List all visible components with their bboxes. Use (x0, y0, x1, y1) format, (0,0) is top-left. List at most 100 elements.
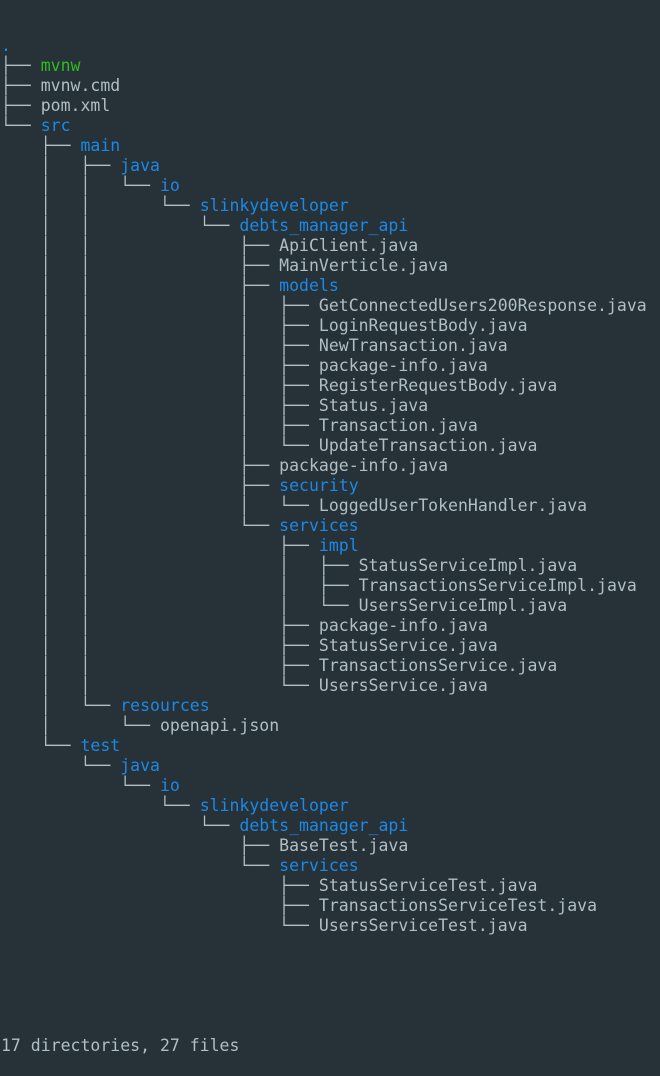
tree-file-row: └── UsersServiceTest.java (1, 916, 647, 936)
tree-file-row: ├── pom.xml (1, 96, 647, 116)
tree-directory-row: └── services (1, 856, 647, 876)
tree-directory-row: │ ├── java (1, 156, 647, 176)
directory-name: java (120, 756, 160, 775)
tree-file-row: │ │ ├── StatusService.java (1, 636, 647, 656)
directory-name: services (279, 856, 359, 875)
file-name: LoggedUserTokenHandler.java (318, 496, 588, 515)
tree-branch-lines: │ └── (1, 696, 121, 715)
file-name: package-info.java (318, 616, 488, 635)
directory-name: . (1, 36, 11, 55)
tree-file-row: │ │ ├── ApiClient.java (1, 236, 647, 256)
tree-directory-row: └── io (1, 776, 647, 796)
tree-branch-lines: │ │ │ ├── (1, 316, 319, 335)
directory-name: io (159, 776, 180, 795)
tree-file-row: │ │ │ ├── Status.java (1, 396, 647, 416)
tree-branch-lines: │ ├── (1, 156, 121, 175)
file-name: StatusServiceImpl.java (358, 556, 578, 575)
tree-branch-lines: │ │ ├── (1, 536, 319, 555)
tree-branch-lines: │ │ ├── (1, 276, 280, 295)
file-name: MainVerticle.java (279, 256, 449, 275)
tree-directory-row: │ │ └── slinkydeveloper (1, 196, 647, 216)
directory-name: src (40, 116, 71, 135)
file-name: GetConnectedUsers200Response.java (318, 296, 647, 315)
tree-file-row: ├── mvnw.cmd (1, 76, 647, 96)
file-name: pom.xml (40, 96, 111, 115)
tree-branch-lines: │ │ │ ├── (1, 396, 319, 415)
tree-file-row: │ │ ├── package-info.java (1, 456, 647, 476)
file-name: Status.java (318, 396, 429, 415)
tree-directory-row: │ │ └── debts_manager_api (1, 216, 647, 236)
tree-directory-row: └── slinkydeveloper (1, 796, 647, 816)
tree-file-row: │ │ │ └── LoggedUserTokenHandler.java (1, 496, 647, 516)
tree-branch-lines: │ │ ├── (1, 616, 319, 635)
file-name: package-info.java (279, 456, 449, 475)
tree-branch-lines: │ └── (1, 716, 160, 735)
file-name: openapi.json (159, 716, 280, 735)
file-name: StatusService.java (318, 636, 498, 655)
tree-branch-lines: ├── (1, 896, 319, 915)
file-name: mvnw.cmd (40, 76, 121, 95)
tree-directory-row: └── debts_manager_api (1, 816, 647, 836)
executable-file-name: mvnw (40, 56, 81, 75)
tree-branch-lines: │ │ ├── (1, 476, 280, 495)
tree-directory-row: . (1, 36, 647, 56)
file-name: UsersServiceTest.java (318, 916, 528, 935)
tree-branch-lines: └── (1, 756, 121, 775)
tree-branch-lines: │ │ │ ├── (1, 416, 319, 435)
file-name: StatusServiceTest.java (318, 876, 538, 895)
tree-file-row: │ │ ├── package-info.java (1, 616, 647, 636)
directory-name: security (279, 476, 359, 495)
tree-directory-row: │ │ ├── models (1, 276, 647, 296)
tree-file-row: ├── StatusServiceTest.java (1, 876, 647, 896)
tree-file-row: │ │ │ ├── RegisterRequestBody.java (1, 376, 647, 396)
tree-file-row: │ │ │ ├── package-info.java (1, 356, 647, 376)
tree-branch-lines: └── (1, 816, 240, 835)
directory-name: slinkydeveloper (199, 796, 349, 815)
tree-branch-lines: └── (1, 856, 280, 875)
tree-branch-lines: │ │ │ ├── (1, 376, 319, 395)
file-name: package-info.java (318, 356, 488, 375)
terminal-output: .├── mvnw├── mvnw.cmd├── pom.xml└── src … (1, 0, 647, 1076)
tree-file-row: │ │ │ ├── StatusServiceImpl.java (1, 556, 647, 576)
tree-branch-lines: │ │ ├── (1, 656, 319, 675)
tree-branch-lines: └── (1, 736, 81, 755)
tree-file-row: │ │ ├── TransactionsService.java (1, 656, 647, 676)
tree-branch-lines: │ │ │ ├── (1, 296, 319, 315)
file-name: UsersServiceImpl.java (358, 596, 568, 615)
tree-branch-lines: │ │ │ ├── (1, 336, 319, 355)
tree-summary: 17 directories, 27 files (1, 1036, 240, 1055)
directory-name: main (80, 136, 121, 155)
tree-file-row: │ │ │ ├── GetConnectedUsers200Response.j… (1, 296, 647, 316)
directory-name: debts_manager_api (239, 816, 409, 835)
tree-branch-lines: │ │ └── (1, 516, 280, 535)
tree-branch-lines: ├── (1, 136, 81, 155)
tree-branch-lines: │ │ └── (1, 196, 200, 215)
tree-branch-lines: └── (1, 916, 319, 935)
tree-branch-lines: │ │ └── (1, 176, 160, 195)
directory-name: debts_manager_api (239, 216, 409, 235)
file-name: UpdateTransaction.java (318, 436, 538, 455)
tree-branch-lines: ├── (1, 836, 280, 855)
tree-branch-lines: │ │ │ └── (1, 436, 319, 455)
tree-file-row: ├── mvnw (1, 56, 647, 76)
tree-branch-lines: ├── (1, 56, 41, 75)
tree-file-row: │ └── openapi.json (1, 716, 647, 736)
tree-branch-lines: │ │ ├── (1, 256, 280, 275)
tree-directory-row: │ │ ├── impl (1, 536, 647, 556)
tree-file-row: │ │ ├── MainVerticle.java (1, 256, 647, 276)
tree-directory-row: └── src (1, 116, 647, 136)
tree-file-row: │ │ │ ├── LoginRequestBody.java (1, 316, 647, 336)
file-name: TransactionsServiceImpl.java (358, 576, 637, 595)
tree-branch-lines: │ │ │ └── (1, 496, 319, 515)
tree-branch-lines: │ │ ├── (1, 236, 280, 255)
file-name: Transaction.java (318, 416, 478, 435)
tree-directory-row: │ │ └── services (1, 516, 647, 536)
tree-branch-lines: │ │ └── (1, 216, 240, 235)
directory-name: models (279, 276, 339, 295)
directory-name: resources (120, 696, 210, 715)
tree-branch-lines: │ │ │ ├── (1, 576, 359, 595)
file-name: LoginRequestBody.java (318, 316, 528, 335)
tree-file-row: │ │ │ ├── Transaction.java (1, 416, 647, 436)
tree-directory-row: │ │ ├── security (1, 476, 647, 496)
tree-branch-lines: └── (1, 116, 41, 135)
